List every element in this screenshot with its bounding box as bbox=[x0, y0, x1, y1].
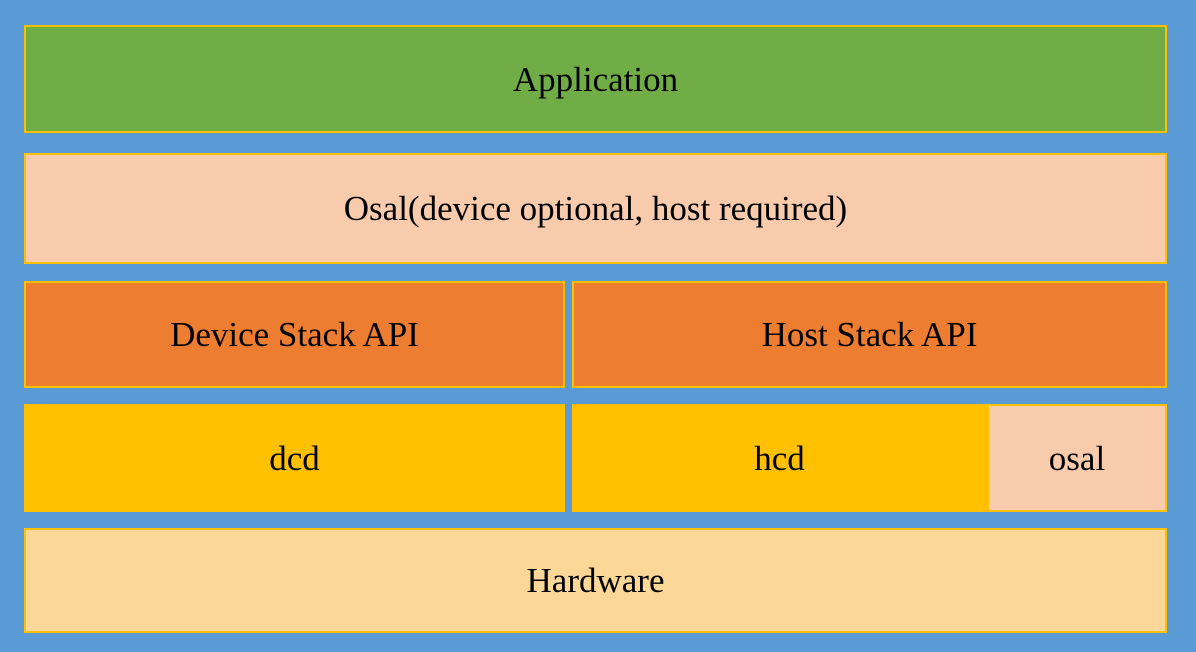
application-box[interactable]: Application bbox=[24, 25, 1167, 133]
hcd-label: hcd bbox=[754, 438, 805, 478]
layer-hardware: Hardware bbox=[24, 528, 1167, 633]
osal-layer-box[interactable]: Osal(device optional, host required) bbox=[24, 153, 1167, 264]
osal-driver-box[interactable]: osal bbox=[987, 404, 1167, 512]
layer-stack-api: Device Stack API Host Stack API bbox=[24, 281, 1167, 388]
dcd-box[interactable]: dcd bbox=[24, 404, 565, 512]
osal-driver-label: osal bbox=[1048, 438, 1106, 478]
hcd-box[interactable]: hcd bbox=[572, 404, 987, 512]
device-stack-api-label: Device Stack API bbox=[170, 315, 419, 354]
hardware-label: Hardware bbox=[526, 561, 665, 600]
host-stack-api-label: Host Stack API bbox=[761, 315, 978, 354]
host-stack-api-box[interactable]: Host Stack API bbox=[572, 281, 1167, 388]
stack-api-divider bbox=[565, 281, 572, 388]
hardware-box[interactable]: Hardware bbox=[24, 528, 1167, 633]
layer-application: Application bbox=[24, 25, 1167, 133]
device-stack-api-box[interactable]: Device Stack API bbox=[24, 281, 565, 388]
dcd-label: dcd bbox=[269, 438, 320, 478]
application-label: Application bbox=[512, 59, 679, 99]
layer-drivers: dcd hcd osal bbox=[24, 404, 1167, 512]
drivers-divider bbox=[565, 404, 572, 512]
osal-layer-label: Osal(device optional, host required) bbox=[343, 189, 848, 228]
layer-osal: Osal(device optional, host required) bbox=[24, 153, 1167, 264]
